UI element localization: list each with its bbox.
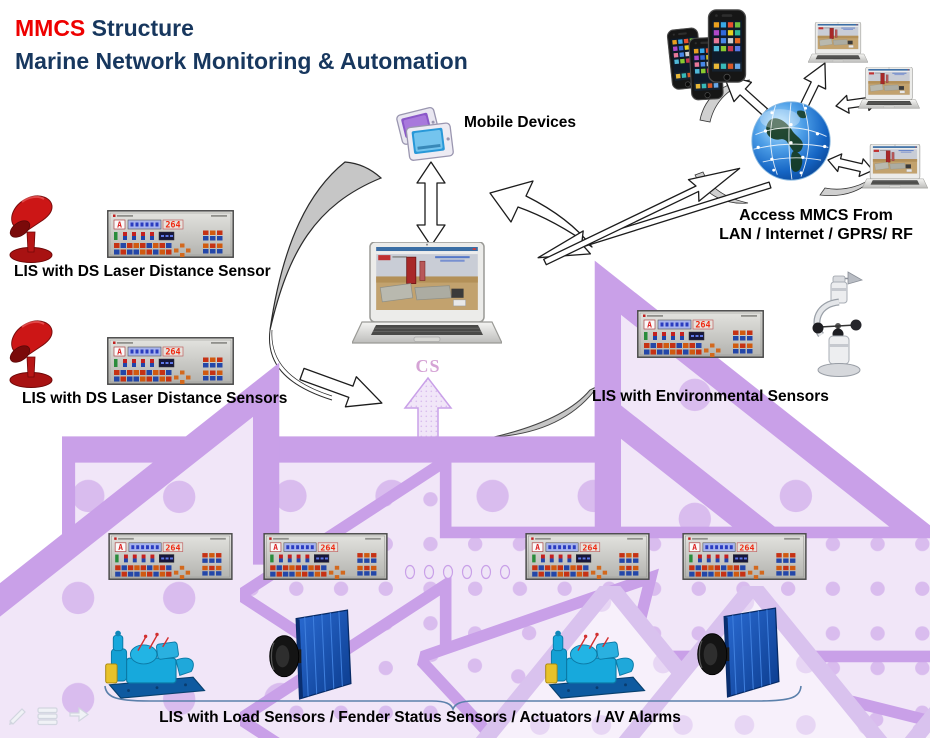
- arrow-panel-to-bus: [299, 367, 383, 408]
- label-access: Access MMCS From LAN / Internet / GPRS/ …: [702, 206, 930, 244]
- remote-laptop-icon-1: [808, 22, 868, 62]
- lis-panel-laser-1: [107, 210, 234, 258]
- lis-panel-berth-1: [108, 533, 233, 580]
- bottom-brace: [104, 685, 802, 712]
- pencil-icon[interactable]: [9, 708, 26, 725]
- label-access-line2: LAN / Internet / GPRS/ RF: [719, 226, 913, 243]
- arrow-server-to-globe: [543, 167, 741, 266]
- anemometer-icon: [813, 272, 863, 377]
- arrow-mobile-server: [416, 161, 446, 247]
- title-highlight: MMCS: [15, 15, 86, 41]
- mobile-devices-icon: [396, 107, 454, 161]
- lis-panel-berth-4: [682, 533, 807, 580]
- lis-panel-berth-3: [525, 533, 650, 580]
- swoosh-arc-right: [493, 385, 599, 438]
- arrow-globe-laptop3: [827, 153, 874, 178]
- label-bottom: LIS with Load Sensors / Fender Status Se…: [159, 709, 681, 726]
- slides-icon[interactable]: [37, 707, 58, 726]
- label-mobile-devices: Mobile Devices: [464, 114, 576, 131]
- title-subtitle: Marine Network Monitoring & Automation: [15, 48, 468, 74]
- laser-sensor-icon-2: [6, 320, 53, 389]
- label-access-line1: Access MMCS From: [739, 207, 893, 224]
- next-arrow-icon[interactable]: [69, 706, 90, 723]
- page-title: MMCS Structure Marine Network Monitoring…: [15, 12, 468, 78]
- lis-panel-env: [637, 310, 764, 358]
- lis-panel-berth-2: [263, 533, 388, 580]
- label-lis-laser-1: LIS with DS Laser Distance Sensor: [14, 263, 271, 280]
- laser-sensor-icon-1: [6, 195, 53, 264]
- label-lis-env: LIS with Environmental Sensors: [592, 388, 829, 405]
- internet-globe-icon: [751, 101, 831, 181]
- remote-laptop-icon-3: [862, 144, 927, 188]
- title-rest: Structure: [91, 15, 194, 41]
- label-lis-laser-2: LIS with DS Laser Distance Sensors: [22, 390, 288, 407]
- arrow-server-uplink: [489, 180, 593, 248]
- mmcs-server-laptop: [352, 242, 502, 343]
- ellipsis-dots: [404, 564, 511, 580]
- remote-laptop-icon-2: [858, 67, 919, 108]
- swoosh-arc-left: [268, 161, 383, 401]
- label-cs: CS: [415, 356, 441, 376]
- lis-panel-laser-2: [107, 337, 234, 385]
